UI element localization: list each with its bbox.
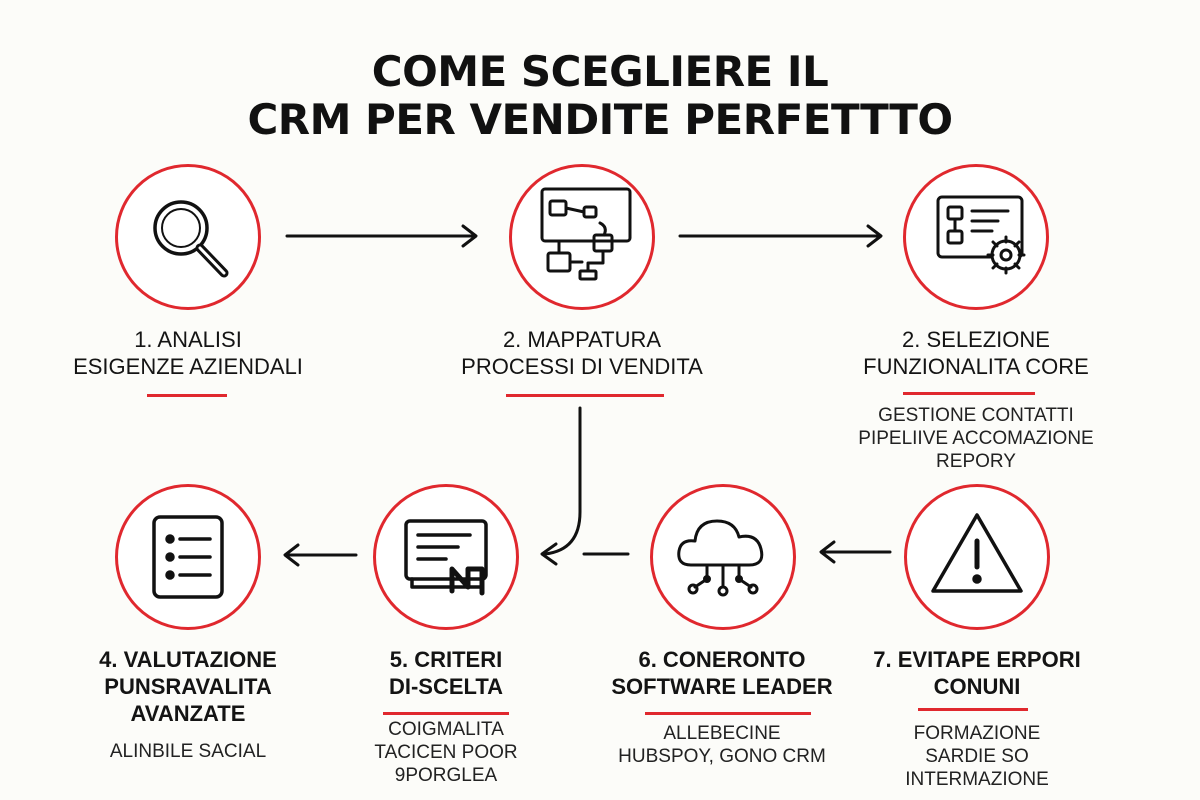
step-6-description: ALLEBECINE HUBSPOY, GONO CRM [572, 722, 872, 768]
arrow-7-to-6 [819, 540, 892, 564]
title-line-1: COME SCEGLIERE IL [371, 47, 829, 96]
dashboard-gear-icon [936, 195, 1026, 275]
step-7-label: 7. EVITAPE ERPORI CONUNI [827, 646, 1127, 700]
step-7-desc-line-2: SARDIE SO [925, 746, 1029, 767]
arrow-1-to-2 [285, 224, 478, 248]
step-5-label-line-2: DI-SCELTA [388, 674, 504, 699]
step-6-desc-line-1: ALLEBECINE [663, 723, 781, 744]
step-2-circle [509, 164, 655, 310]
step-5-label: 5. CRITERI DI-SCELTA [296, 646, 596, 700]
step-4-label: 4. VALUTAZIONE PUNSRAVALITA AVANZATE [38, 646, 338, 727]
step-3-circle [903, 164, 1049, 310]
step-3-label-line-1: 2. SELEZIONE [902, 327, 1050, 352]
step-2-label-line-1: 2. MAPPATURA [502, 327, 662, 352]
step-6-label-line-1: 6. CONERONTO [638, 647, 806, 672]
step-5-desc-line-1: COIGMALITA [388, 719, 504, 740]
step-3-description: GESTIONE CONTATTI PIPELIIVE ACCOMAZIONE … [826, 404, 1126, 473]
step-5-desc-line-2: TACICEN POOR [374, 742, 518, 763]
step-3-label-line-2: FUNZIONALITA CORE [863, 354, 1089, 379]
step-2-underline [506, 394, 664, 397]
step-3-desc-line-2: PIPELIIVE ACCOMAZIONE [858, 428, 1094, 449]
step-7-label-line-1: 7. EVITAPE ERPORI [873, 647, 1081, 672]
process-flow-icon [540, 187, 632, 281]
step-2-label: 2. MAPPATURA PROCESSI DI VENDITA [432, 326, 732, 380]
step-6-desc-line-2: HUBSPOY, GONO CRM [618, 746, 826, 767]
step-6-label: 6. CONERONTO SOFTWARE LEADER [572, 646, 872, 700]
magnifier-icon [153, 200, 229, 278]
step-3-label: 2. SELEZIONE FUNZIONALITA CORE [826, 326, 1126, 380]
step-1-label: 1. ANALISI ESIGENZE AZIENDALI [40, 326, 336, 380]
step-1-underline [147, 394, 227, 397]
step-5-description: COIGMALITA TACICEN POOR 9PORGLEA [296, 718, 596, 787]
step-4-description: ALINBILE SACIAL [38, 740, 338, 763]
title-line-2: CRM PER VENDITE PERFETTTO [247, 95, 953, 144]
checklist-icon [152, 515, 224, 599]
step-7-label-line-2: CONUNI [933, 674, 1021, 699]
step-7-desc-line-1: FORMAZIONE [913, 723, 1041, 744]
document-chart-icon [404, 519, 488, 596]
step-4-desc-line-1: ALINBILE SACIAL [109, 741, 267, 762]
step-1-label-line-2: ESIGENZE AZIENDALI [73, 354, 303, 379]
arrow-2-to-3 [678, 224, 883, 248]
arrow-2-down-to-5 [540, 406, 582, 566]
step-5-label-line-1: 5. CRITERI [389, 647, 503, 672]
step-5-underline [383, 712, 509, 715]
step-5-desc-line-3: 9PORGLEA [394, 765, 498, 786]
arrow-5-to-4 [283, 543, 358, 567]
step-4-circle [115, 484, 261, 630]
step-4-label-line-2: PUNSRAVALITA [104, 674, 272, 699]
step-1-circle [115, 164, 261, 310]
warning-icon [931, 513, 1023, 593]
step-2-label-line-2: PROCESSI DI VENDITA [461, 354, 703, 379]
step-4-label-line-1: 4. VALUTAZIONE [99, 647, 277, 672]
step-4-label-line-3: AVANZATE [130, 701, 246, 726]
step-3-desc-line-1: GESTIONE CONTATTI [878, 405, 1074, 426]
step-5-circle [373, 484, 519, 630]
step-7-underline [918, 708, 1028, 711]
step-1-label-line-1: 1. ANALISI [134, 327, 242, 352]
step-7-description: FORMAZIONE SARDIE SO INTERMAZIONE [827, 722, 1127, 791]
step-6-underline [645, 712, 811, 715]
step-3-desc-line-3: REPORY [936, 451, 1016, 472]
cloud-network-icon [677, 519, 764, 597]
step-3-underline [903, 392, 1035, 395]
step-6-label-line-2: SOFTWARE LEADER [611, 674, 833, 699]
step-7-circle [904, 484, 1050, 630]
step-6-circle [650, 484, 796, 630]
step-7-desc-line-3: INTERMAZIONE [905, 769, 1049, 790]
